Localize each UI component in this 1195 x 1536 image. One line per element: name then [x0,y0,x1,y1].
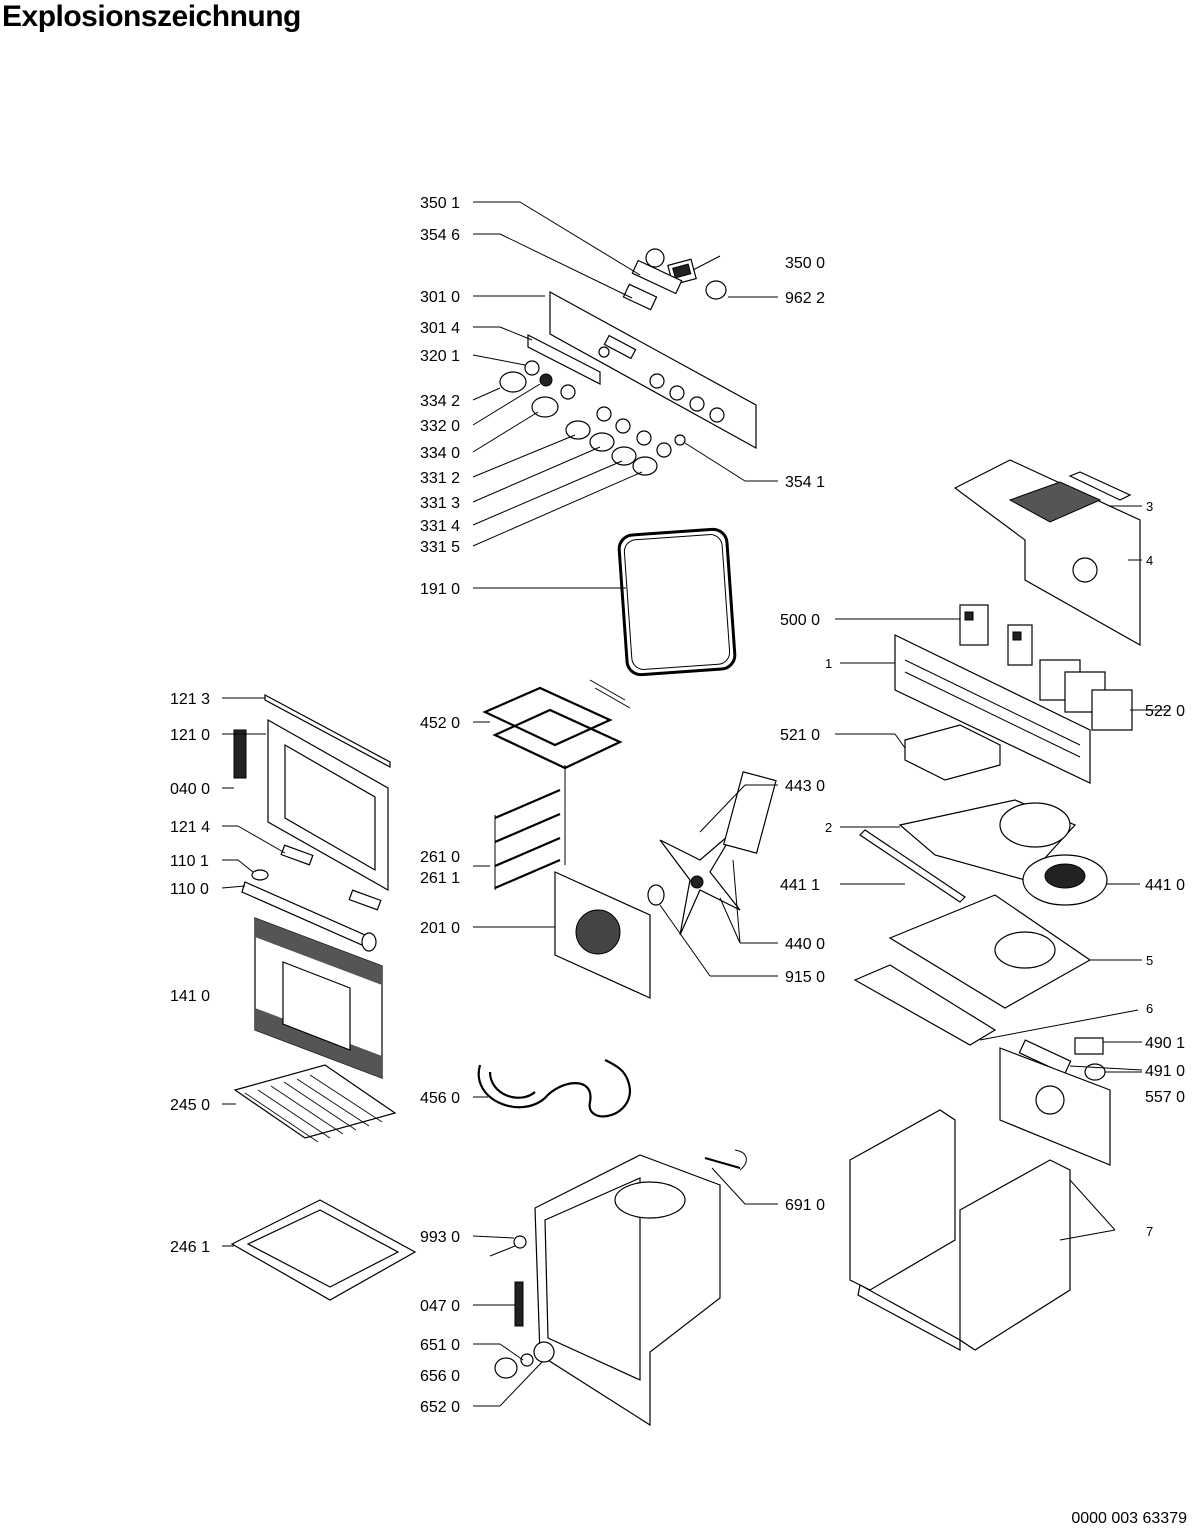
leader-lines [221,201,1170,1407]
label-6: 6 [1146,1001,1153,1016]
label-191-0: 191 0 [420,581,460,598]
label-334-0: 334 0 [420,445,460,462]
label-121-4: 121 4 [170,819,210,836]
part-261-0-shelf-runner [494,765,566,890]
label-443-0: 443 0 [785,778,825,795]
part-491-0-terminal [1018,1039,1072,1075]
part-3-rail [1068,471,1132,501]
part-691-0-sensor [704,1157,741,1169]
label-110-0: 110 0 [170,881,209,898]
label-201-0: 201 0 [420,920,460,937]
label-962-2: 962 2 [785,290,825,307]
label-320-1: 320 1 [420,348,460,365]
label-331-3: 331 3 [420,495,460,512]
label-5: 5 [1146,953,1153,968]
part-962-2-knob [705,280,727,300]
label-350-1: 350 1 [420,195,460,212]
label-500-0: 500 0 [780,612,820,629]
label-047-0: 047 0 [420,1298,460,1315]
label-452-0: 452 0 [420,715,460,732]
part-915-0-nut [647,884,665,906]
oven-cavity [534,1154,721,1427]
part-354-6-bracket [631,259,683,295]
label-261-1: 261 1 [420,870,460,887]
part-1-control-support [894,634,1091,784]
part-350-0-cap [645,248,665,268]
label-557-0-visible: 557 0 [1145,1089,1185,1106]
label-110-1: 110 1 [170,853,209,870]
label-490-1: 490 1 [1145,1035,1185,1052]
part-522-0-module [1039,659,1133,731]
label-7: 7 [1146,1224,1153,1239]
label-246-1: 246 1 [170,1239,210,1256]
part-993-0-screw [513,1235,527,1249]
label-441-0: 441 0 [1145,877,1185,894]
label-334-2: 334 2 [420,393,460,410]
label-301-0: 301 0 [420,289,460,306]
label-332-0: 332 0 [420,418,460,435]
label-440-0: 440 0 [785,936,825,953]
label-301-4: 301 4 [420,320,460,337]
label-652-0: 652 0 [420,1399,460,1416]
part-452-0-grill-element [482,679,631,770]
label-354-1: 354 1 [785,474,825,491]
label-4: 4 [1146,553,1153,568]
label-331-4: 331 4 [420,518,460,535]
part-354-1-plug [674,434,686,446]
label-915-0: 915 0 [785,969,825,986]
part-6-air-guide [853,964,997,1046]
part-500-0-switches [959,604,1033,666]
label-521-0: 521 0 [780,727,820,744]
label-691-0: 691 0 [785,1197,825,1214]
label-522-0: 522 0 [1145,703,1185,720]
part-201-0-fan-cover [554,871,651,999]
label-993-0: 993 0 [420,1229,460,1246]
part-557-0-thermostat [1084,1063,1106,1081]
label-3: 3 [1146,499,1153,514]
label-1: 1 [825,656,832,671]
label-331-2: 331 2 [420,470,460,487]
control-panel-group [499,248,757,476]
label-656-0: 656 0 [420,1368,460,1385]
part-245-0-wire-shelf [233,1064,397,1139]
part-040-0-hinge [233,729,247,779]
part-456-0-heating-element [477,1059,632,1118]
door-group [233,693,391,1079]
part-656-0-lamp-cover [494,1357,518,1379]
part-443-0-fan-motor [723,771,777,854]
part-labels: 350 1 354 6 350 0 301 0 962 2 301 4 320 … [170,195,1185,1416]
part-047-0-strip [514,1281,524,1327]
label-491-0: 491 0 [1145,1063,1185,1080]
label-651-0: 651 0 [420,1337,460,1354]
part-301-4-strip [527,334,601,385]
part-121-4-clip [280,844,314,866]
part-651-0-lamp-holder [533,1341,555,1363]
part-490-1-switch [1074,1037,1104,1055]
label-121-3: 121 3 [170,691,210,708]
label-456-0: 456 0 [420,1090,460,1107]
label-121-0: 121 0 [170,727,210,744]
label-441-1: 441 1 [780,877,820,894]
label-2: 2 [825,820,832,835]
label-261-0: 261 0 [420,849,460,866]
part-521-0-bracket [904,724,1001,781]
document-number: 0000 003 63379 [1071,1510,1187,1527]
part-110-1-handle-end [251,869,269,881]
label-141-0: 141 0 [170,988,210,1005]
label-350-0: 350 0 [785,255,825,272]
part-441-1-plate [859,829,966,903]
part-440-0-fan-wheel [659,829,741,936]
page-title: Explosionszeichnung [2,0,301,33]
part-334-2-knob [499,371,527,393]
label-354-6: 354 6 [420,227,460,244]
label-040-0: 040 0 [170,781,210,798]
top-cover-group [953,459,1141,647]
part-301-0-front-panel [549,290,757,450]
part-7-side-walls [849,1109,1071,1352]
part-334-0-knob [531,396,559,418]
label-245-0: 245 0 [170,1097,210,1114]
label-331-5: 331 5 [420,539,460,556]
